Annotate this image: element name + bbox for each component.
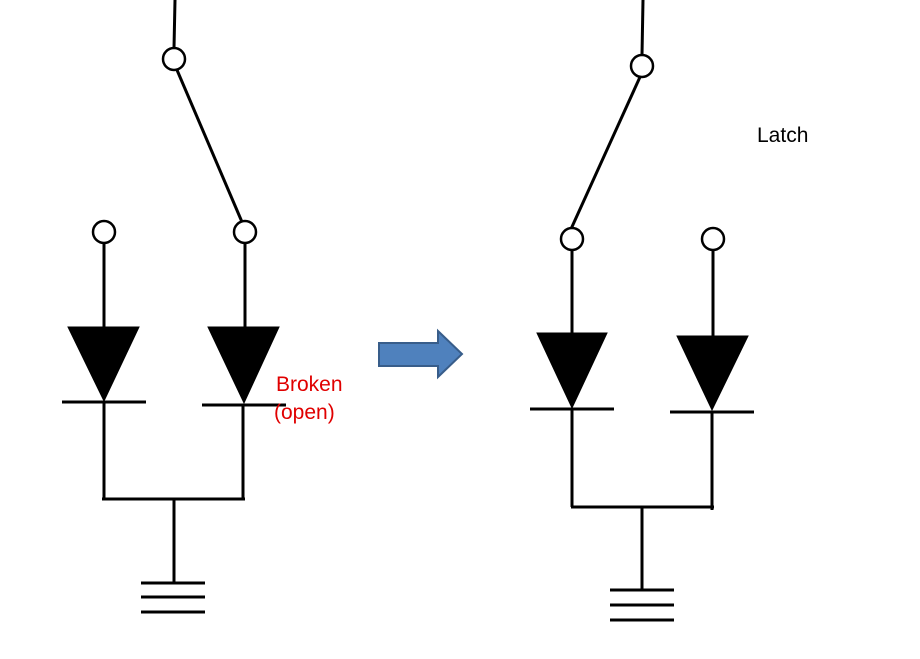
broken-label: Broken: [276, 373, 343, 396]
right-switch-pivot-terminal: [629, 53, 655, 79]
left-switch-pivot-terminal: [161, 46, 187, 72]
broken-open-label: (open): [274, 401, 335, 424]
left-diode-2-branch: [202, 219, 286, 499]
right-ground-icon: [610, 588, 674, 622]
left-circuit: [62, 0, 286, 614]
right-terminal-2: [700, 226, 726, 252]
left-diode-1-branch: [62, 219, 146, 499]
left-diode-2-triangle-icon: [207, 326, 280, 405]
right-terminal-1: [559, 226, 585, 252]
right-diode-1-triangle-icon: [536, 332, 608, 410]
left-diode-1-triangle-icon: [67, 326, 140, 403]
right-arrow-icon: [378, 328, 464, 380]
right-diode-1-branch: [530, 226, 614, 507]
left-switch-blade: [175, 69, 244, 223]
latch-label: Latch: [757, 124, 808, 147]
left-ground-icon: [141, 581, 205, 614]
right-switch-blade: [569, 76, 642, 230]
right-circuit: [530, 0, 754, 622]
left-terminal-2: [232, 219, 258, 245]
left-terminal-1: [91, 219, 117, 245]
right-switch-input-wire: [640, 0, 645, 56]
right-diode-2-triangle-icon: [676, 335, 749, 412]
left-switch-input-wire: [172, 0, 177, 49]
right-diode-2-branch: [670, 226, 754, 510]
